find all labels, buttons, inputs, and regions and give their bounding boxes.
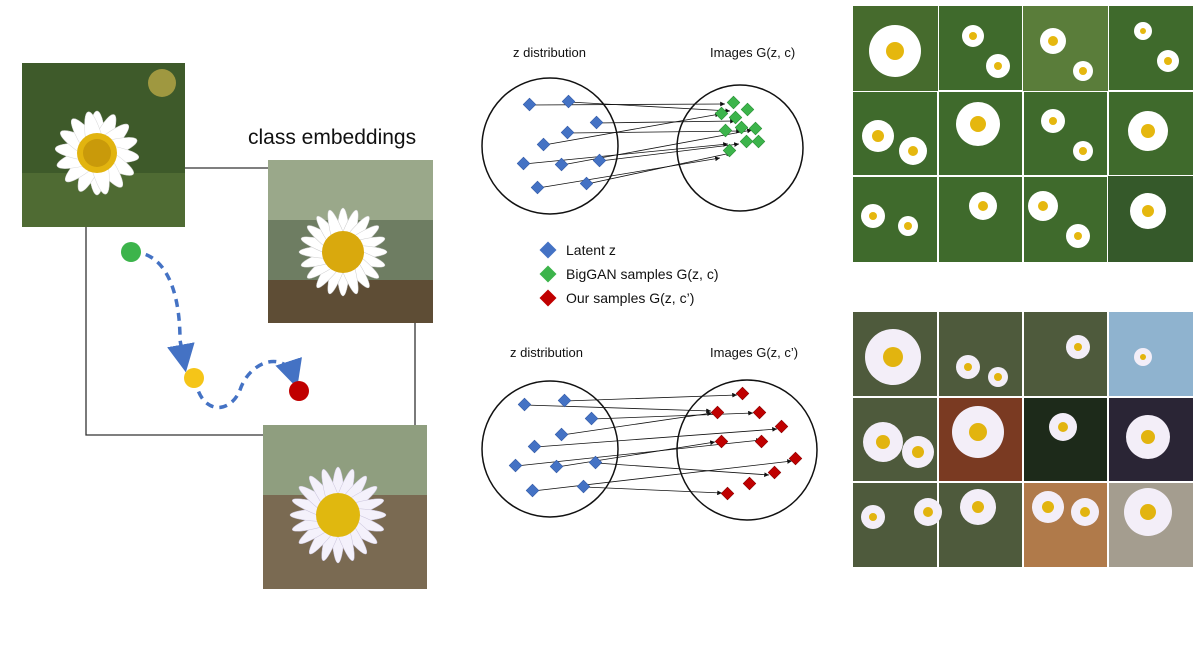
top-z-distribution-label: z distribution [513, 45, 586, 60]
legend-label: Our samples G(z, c’) [566, 290, 695, 306]
legend-item-latent: Latent z [539, 238, 718, 262]
bottom-image-circle [676, 379, 818, 521]
top-image-circle [676, 84, 804, 212]
top-z-circle [481, 77, 619, 215]
our-sample-grid [853, 312, 1193, 567]
biggan-marker-icon [539, 265, 557, 283]
legend-label: BigGAN samples G(z, c) [566, 266, 719, 282]
top-images-label: Images G(z, c) [710, 45, 796, 60]
daisy-photo-2 [268, 160, 433, 323]
bottom-z-distribution-label: z distribution [510, 345, 583, 360]
end-embedding-dot [289, 381, 309, 401]
legend: Latent z BigGAN samples G(z, c) Our samp… [539, 238, 719, 310]
class-embeddings-heading: class embeddings [248, 126, 417, 149]
top-mapping-diagram [481, 77, 804, 215]
biggan-sample-grid [853, 6, 1193, 262]
start-embedding-dot [121, 242, 141, 262]
legend-item-ours: Our samples G(z, c’) [539, 286, 718, 310]
mid-embedding-dot [184, 368, 204, 388]
bottom-z-circle [481, 380, 619, 518]
daisy-photo-3 [263, 425, 427, 589]
interpolation-path [121, 242, 309, 409]
latent-marker-icon [539, 241, 557, 259]
embedding-connectors [85, 167, 416, 436]
bottom-images-label: Images G(z, c’) [710, 345, 799, 360]
ours-marker-icon [539, 289, 557, 307]
bottom-mapping-diagram [481, 379, 818, 521]
legend-item-biggan: BigGAN samples G(z, c) [539, 262, 719, 286]
legend-label: Latent z [566, 242, 616, 258]
daisy-photo-1 [22, 63, 185, 227]
